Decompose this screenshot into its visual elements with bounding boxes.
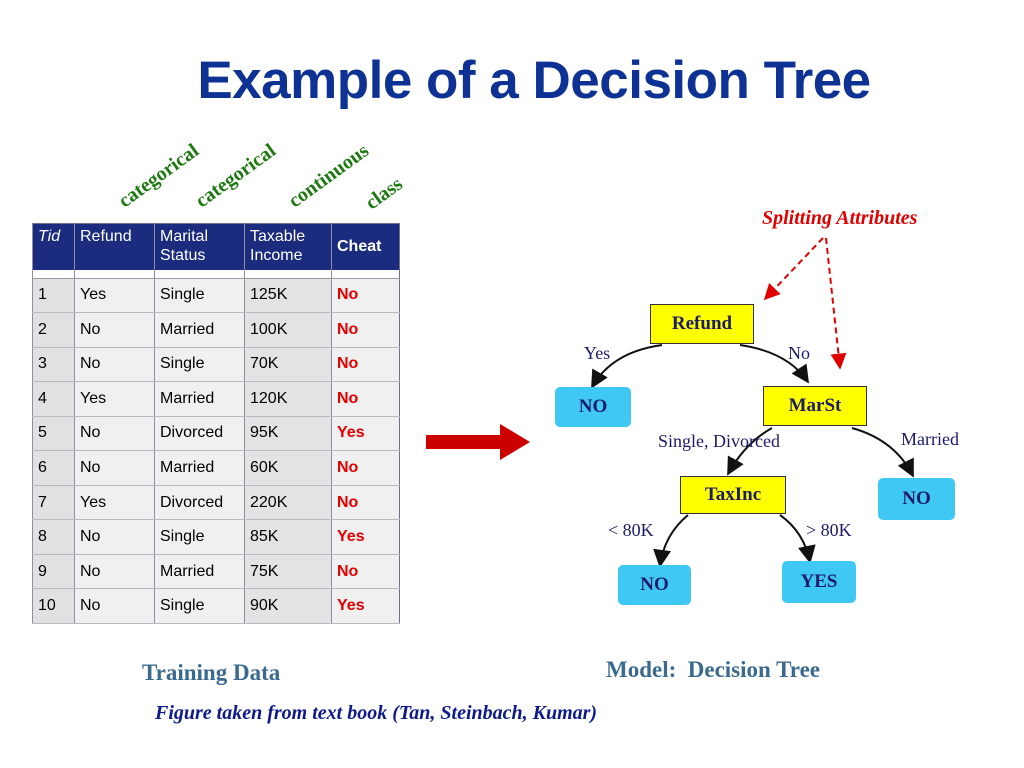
cell-taxable-income: 75K bbox=[244, 554, 332, 590]
edge-marst-married bbox=[851, 427, 914, 478]
cell-cheat: No bbox=[331, 347, 400, 383]
cell-marital-status: Married bbox=[154, 381, 245, 417]
cell-taxable-income: 120K bbox=[244, 381, 332, 417]
cell-cheat: No bbox=[331, 312, 400, 348]
splitting-pointer-marst bbox=[825, 237, 847, 370]
cell-taxable-income: 100K bbox=[244, 312, 332, 348]
cell-refund: Yes bbox=[74, 381, 155, 417]
cell-refund: No bbox=[74, 312, 155, 348]
transform-arrow bbox=[426, 424, 530, 460]
cell-tid: 2 bbox=[32, 312, 75, 348]
edge-label-gt-80k: > 80K bbox=[806, 520, 852, 540]
edge-refund-no bbox=[739, 344, 809, 384]
cell-taxable-income: 220K bbox=[244, 485, 332, 521]
cell-tid: 1 bbox=[32, 278, 75, 314]
cell-refund: No bbox=[74, 519, 155, 555]
cell-taxable-income: 125K bbox=[244, 278, 332, 314]
cell-tid: 8 bbox=[32, 519, 75, 555]
cell-taxable-income: 70K bbox=[244, 347, 332, 383]
cell-marital-status: Married bbox=[154, 450, 245, 486]
leaf-refund-yes: NO bbox=[555, 387, 631, 427]
node-taxinc: TaxInc bbox=[680, 476, 786, 514]
cell-cheat: No bbox=[331, 278, 400, 314]
cell-refund: No bbox=[74, 347, 155, 383]
cell-taxable-income: 95K bbox=[244, 416, 332, 452]
cell-tid: 7 bbox=[32, 485, 75, 521]
leaf-lt-80k: NO bbox=[618, 565, 691, 605]
edge-label-married: Married bbox=[901, 429, 959, 449]
cell-taxable-income: 90K bbox=[244, 588, 332, 624]
leaf-married: NO bbox=[878, 478, 955, 520]
cell-refund: No bbox=[74, 588, 155, 624]
source-caption: Figure taken from text book (Tan, Steinb… bbox=[155, 702, 598, 724]
model-caption: Model: Decision Tree bbox=[606, 657, 820, 682]
cell-tid: 3 bbox=[32, 347, 75, 383]
cell-marital-status: Divorced bbox=[154, 485, 245, 521]
cell-tid: 10 bbox=[32, 588, 75, 624]
edge-taxinc-gt bbox=[779, 514, 816, 564]
header-cheat: Cheat bbox=[331, 223, 400, 270]
cell-cheat: Yes bbox=[331, 416, 400, 452]
cell-refund: No bbox=[74, 554, 155, 590]
cell-cheat: No bbox=[331, 485, 400, 521]
cell-marital-status: Divorced bbox=[154, 416, 245, 452]
cell-cheat: No bbox=[331, 450, 400, 486]
edge-taxinc-lt bbox=[653, 514, 689, 568]
cell-refund: Yes bbox=[74, 485, 155, 521]
splitting-attributes-label: Splitting Attributes bbox=[762, 207, 918, 229]
edge-label-single-divorced: Single, Divorced bbox=[658, 431, 780, 451]
cell-tid: 4 bbox=[32, 381, 75, 417]
cell-cheat: No bbox=[331, 381, 400, 417]
cell-cheat: No bbox=[331, 554, 400, 590]
cell-refund: Yes bbox=[74, 278, 155, 314]
cell-cheat: Yes bbox=[331, 519, 400, 555]
leaf-gt-80k: YES bbox=[782, 561, 856, 603]
cell-refund: No bbox=[74, 416, 155, 452]
cell-tid: 6 bbox=[32, 450, 75, 486]
training-data-caption: Training Data bbox=[142, 660, 281, 685]
cell-marital-status: Married bbox=[154, 554, 245, 590]
cell-refund: No bbox=[74, 450, 155, 486]
edge-marst-single-divorced bbox=[727, 427, 773, 476]
node-marst: MarSt bbox=[763, 386, 867, 426]
header-tid: Tid bbox=[32, 223, 75, 270]
node-refund: Refund bbox=[650, 304, 754, 344]
cell-tid: 9 bbox=[32, 554, 75, 590]
edge-label-yes: Yes bbox=[584, 343, 611, 363]
edge-label-no: No bbox=[788, 343, 810, 363]
cell-taxable-income: 85K bbox=[244, 519, 332, 555]
cell-marital-status: Single bbox=[154, 588, 245, 624]
slide-title: Example of a Decision Tree bbox=[197, 51, 871, 110]
header-refund: Refund bbox=[74, 223, 155, 270]
edge-refund-yes bbox=[591, 344, 663, 389]
cell-marital-status: Single bbox=[154, 278, 245, 314]
cell-marital-status: Single bbox=[154, 347, 245, 383]
cell-marital-status: Married bbox=[154, 312, 245, 348]
splitting-pointer-refund bbox=[763, 237, 824, 301]
edge-label-lt-80k: < 80K bbox=[608, 520, 654, 540]
cell-marital-status: Single bbox=[154, 519, 245, 555]
cell-cheat: Yes bbox=[331, 588, 400, 624]
cell-taxable-income: 60K bbox=[244, 450, 332, 486]
cell-tid: 5 bbox=[32, 416, 75, 452]
